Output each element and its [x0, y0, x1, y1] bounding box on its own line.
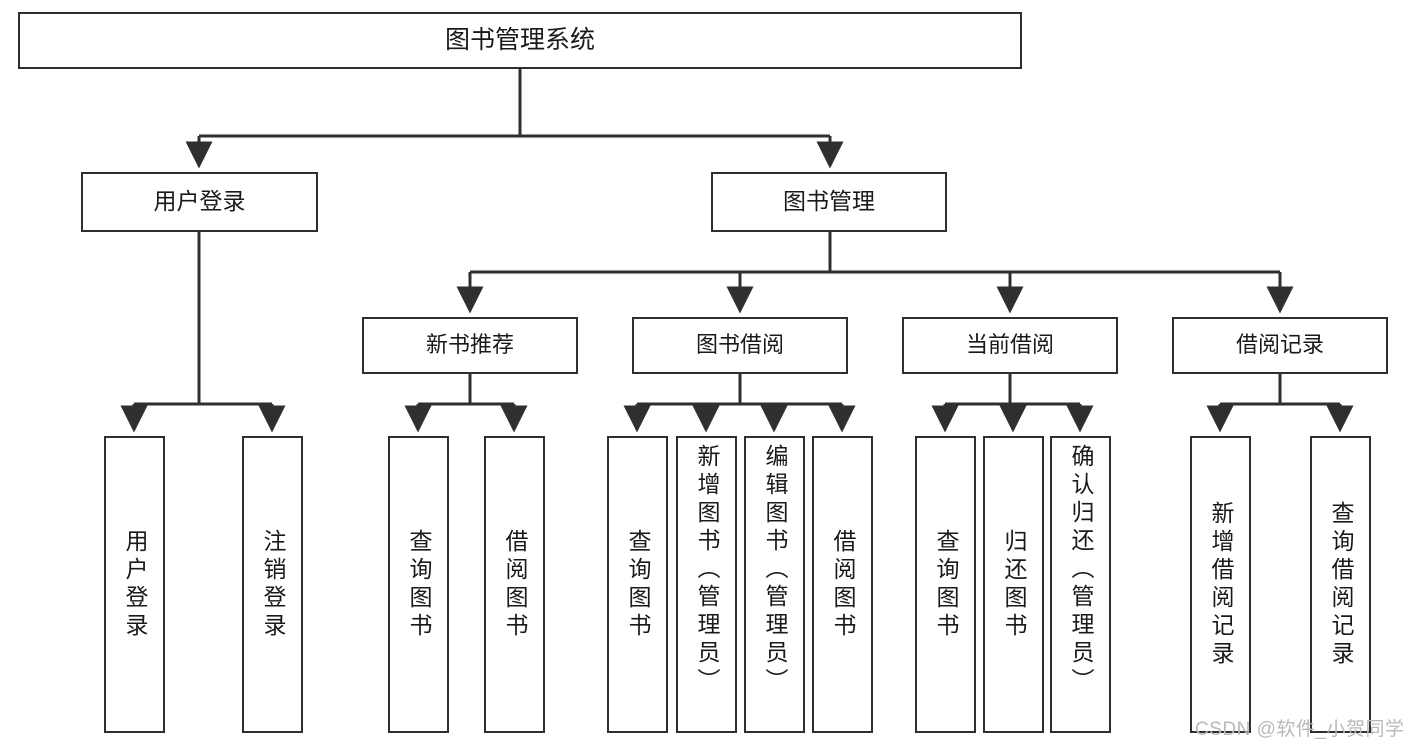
node-leaf-logout-label: 注销登录 [260, 528, 286, 641]
node-leaf-query-borrow-record-label: 查询借阅记录 [1328, 500, 1354, 669]
node-leaf-add-borrow-record-label: 新增借阅记录 [1208, 500, 1234, 669]
node-leaf-return-book-label: 归还图书 [1001, 528, 1027, 641]
csdn-watermark: CSDN @软件_小贺同学 [1195, 719, 1405, 740]
node-leaf-add-book-admin[interactable]: 新增图书（管理员） [676, 436, 737, 733]
node-leaf-query-book-nb[interactable]: 查询图书 [388, 436, 449, 733]
node-book-management-label: 图书管理 [783, 188, 875, 215]
node-leaf-query-book-nb-label: 查询图书 [406, 528, 432, 641]
node-book-borrow-label: 图书借阅 [695, 332, 784, 358]
node-new-book-recommend-label: 新书推荐 [425, 332, 514, 358]
node-leaf-add-book-admin-label: 新增图书（管理员） [694, 444, 720, 696]
node-root-system-label: 图书管理系统 [444, 25, 595, 54]
node-leaf-query-borrow-record[interactable]: 查询借阅记录 [1310, 436, 1371, 733]
node-new-book-recommend[interactable]: 新书推荐 [362, 317, 578, 374]
node-leaf-query-book-cb-label: 查询图书 [933, 528, 959, 641]
node-leaf-edit-book-admin-label: 编辑图书（管理员） [762, 444, 788, 696]
node-leaf-user-login-label: 用户登录 [122, 528, 148, 641]
node-leaf-confirm-return-admin[interactable]: 确认归还（管理员） [1050, 436, 1111, 733]
node-current-borrow[interactable]: 当前借阅 [902, 317, 1118, 374]
node-leaf-borrow-book-nb[interactable]: 借阅图书 [484, 436, 545, 733]
node-leaf-confirm-return-admin-label: 确认归还（管理员） [1068, 444, 1094, 696]
node-leaf-borrow-book-nb-label: 借阅图书 [502, 528, 528, 641]
node-leaf-logout[interactable]: 注销登录 [242, 436, 303, 733]
node-book-management[interactable]: 图书管理 [711, 172, 947, 232]
node-leaf-user-login[interactable]: 用户登录 [104, 436, 165, 733]
node-leaf-borrow-book-bb-label: 借阅图书 [830, 528, 856, 641]
node-leaf-edit-book-admin[interactable]: 编辑图书（管理员） [744, 436, 805, 733]
node-leaf-query-book-bb-label: 查询图书 [625, 528, 651, 641]
node-user-login[interactable]: 用户登录 [81, 172, 318, 232]
node-leaf-return-book[interactable]: 归还图书 [983, 436, 1044, 733]
node-borrow-record-label: 借阅记录 [1235, 332, 1324, 358]
node-leaf-query-book-bb[interactable]: 查询图书 [607, 436, 668, 733]
node-leaf-query-book-cb[interactable]: 查询图书 [915, 436, 976, 733]
node-user-login-label: 用户登录 [153, 188, 246, 215]
node-book-borrow[interactable]: 图书借阅 [632, 317, 848, 374]
node-root-system[interactable]: 图书管理系统 [18, 12, 1022, 69]
node-leaf-add-borrow-record[interactable]: 新增借阅记录 [1190, 436, 1251, 733]
node-current-borrow-label: 当前借阅 [965, 332, 1054, 358]
node-leaf-borrow-book-bb[interactable]: 借阅图书 [812, 436, 873, 733]
node-borrow-record[interactable]: 借阅记录 [1172, 317, 1388, 374]
